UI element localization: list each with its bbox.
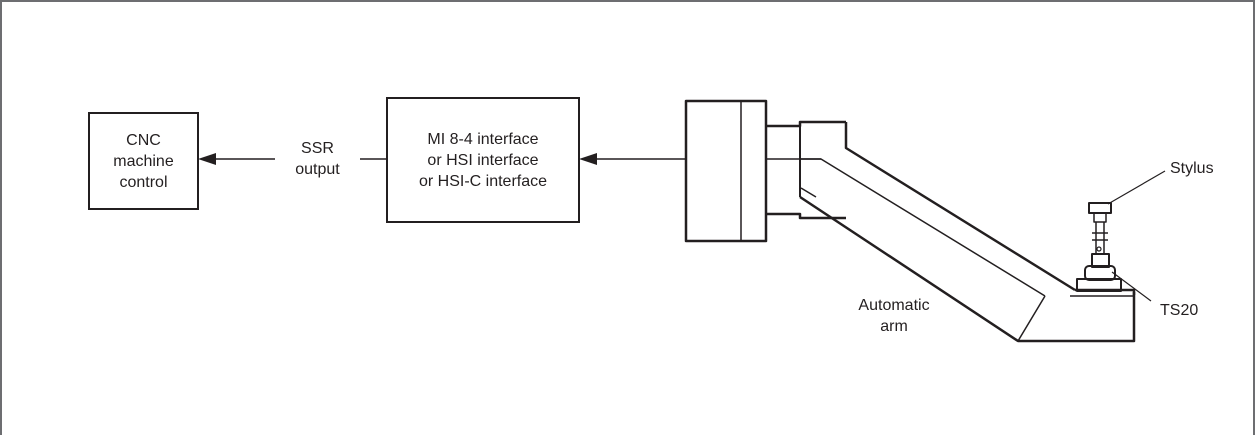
cnc-line-2: machine: [113, 152, 174, 170]
cnc-machine-control-label: CNC machine control: [89, 113, 198, 209]
arm-line-2: arm: [880, 318, 908, 335]
cnc-line-3: control: [119, 173, 168, 191]
cnc-box: [88, 112, 199, 210]
automatic-arm-label: Automatic arm: [840, 295, 948, 337]
ssr-line-1: SSR: [301, 140, 334, 157]
stylus-leader-line: [1107, 170, 1166, 205]
interface-line-2: or HSI interface: [427, 151, 539, 169]
ts20-leader-line: [1111, 271, 1152, 302]
interface-box: [386, 97, 580, 223]
interface-line-3: or HSI-C interface: [418, 172, 548, 190]
ssr-to-cnc-arrowhead: [198, 153, 216, 165]
interface-line-1: MI 8-4 interface: [427, 130, 539, 148]
automatic-arm-drawing: [684, 99, 1136, 343]
arm-to-interface-arrowhead: [579, 153, 597, 165]
arm-line-1: Automatic: [858, 297, 930, 314]
ssr-line-2: output: [295, 161, 340, 178]
stylus-label: Stylus: [1170, 160, 1214, 177]
ts20-label: TS20: [1160, 302, 1199, 319]
ssr-output-label: SSR output: [276, 133, 359, 185]
cnc-line-1: CNC: [126, 131, 161, 149]
interface-label: MI 8-4 interface or HSI interface or HSI…: [388, 99, 578, 221]
